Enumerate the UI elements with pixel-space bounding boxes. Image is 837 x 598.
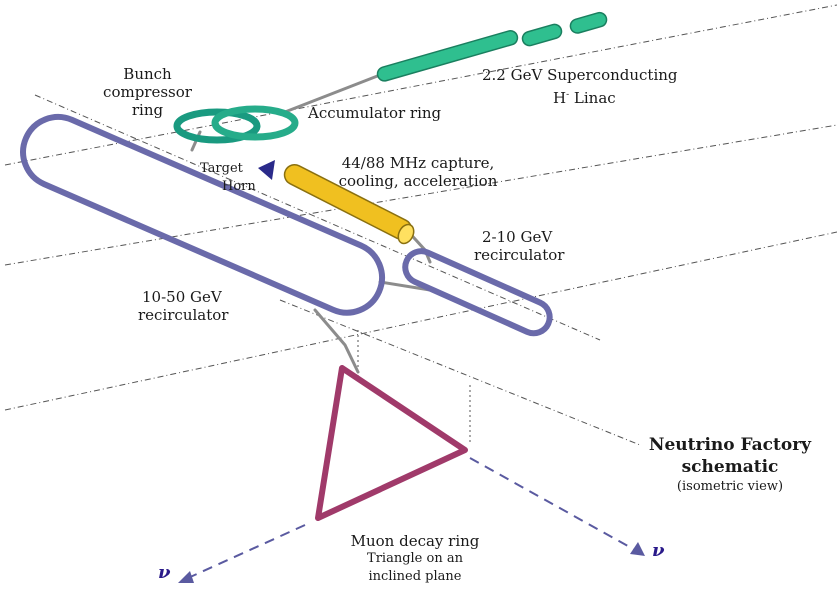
neutrino-arrows bbox=[187, 457, 636, 579]
target-horn-icon bbox=[258, 160, 275, 180]
bunch-line1: Bunch bbox=[123, 65, 172, 83]
recirculator-large bbox=[20, 113, 385, 316]
linac-label-line2: H- Linac bbox=[553, 86, 616, 107]
recirculator-small bbox=[402, 248, 553, 337]
linac-segment-3 bbox=[569, 11, 608, 34]
bunch-compressor-ring bbox=[173, 108, 261, 144]
recirc-small-line1: 2-10 GeV bbox=[482, 228, 553, 246]
neutrino-arrowhead-right bbox=[630, 542, 645, 556]
recirc-small-line2: recirculator bbox=[474, 246, 565, 264]
cooling-section bbox=[283, 164, 415, 245]
linac-label-line1: 2.2 GeV Superconducting bbox=[482, 66, 678, 84]
muon-ring-label: Muon decay ring Triangle on an inclined … bbox=[340, 532, 490, 586]
linac-minus: - bbox=[566, 90, 570, 100]
muon-line3: inclined plane bbox=[368, 569, 462, 584]
reference-planes bbox=[4, 4, 837, 446]
capture-line2: cooling, acceleration bbox=[338, 172, 498, 190]
accumulator-ring bbox=[211, 105, 299, 141]
linac-h: H bbox=[553, 89, 567, 107]
title-block: Neutrino Factory schematic (isometric vi… bbox=[630, 434, 830, 496]
neutrino-left-label: ν bbox=[158, 562, 171, 583]
muon-line1: Muon decay ring bbox=[350, 532, 480, 550]
horn-label: Horn bbox=[222, 179, 256, 194]
neutrino-arrowhead-left bbox=[178, 571, 194, 583]
bunch-line2: compressor bbox=[103, 83, 192, 101]
accumulator-rings bbox=[173, 105, 299, 144]
muon-decay-ring bbox=[315, 365, 468, 521]
recirculator-large-label: 10-50 GeV recirculator bbox=[138, 288, 228, 324]
title-line2: schematic bbox=[681, 457, 779, 477]
linac bbox=[376, 11, 608, 82]
muon-line2: Triangle on an bbox=[367, 551, 463, 566]
bunch-compressor-label: Bunch compressor ring bbox=[100, 65, 195, 119]
recirculators bbox=[20, 113, 553, 337]
target-label: Target bbox=[200, 161, 243, 176]
linac-segment-1 bbox=[376, 30, 519, 82]
linac-rest: Linac bbox=[569, 89, 616, 107]
bunch-line3: ring bbox=[131, 101, 164, 119]
recirc-large-line2: recirculator bbox=[138, 306, 229, 324]
title-line1: Neutrino Factory bbox=[648, 435, 812, 455]
capture-label: 44/88 MHz capture, cooling, acceleration bbox=[328, 154, 508, 190]
linac-segment-2 bbox=[521, 23, 563, 47]
recirculator-small-label: 2-10 GeV recirculator bbox=[474, 228, 564, 264]
recirc-large-line1: 10-50 GeV bbox=[142, 288, 222, 306]
subtitle: (isometric view) bbox=[676, 479, 784, 494]
capture-line1: 44/88 MHz capture, bbox=[341, 154, 495, 172]
accumulator-label: Accumulator ring bbox=[308, 104, 442, 122]
neutrino-right-label: ν bbox=[652, 540, 665, 561]
